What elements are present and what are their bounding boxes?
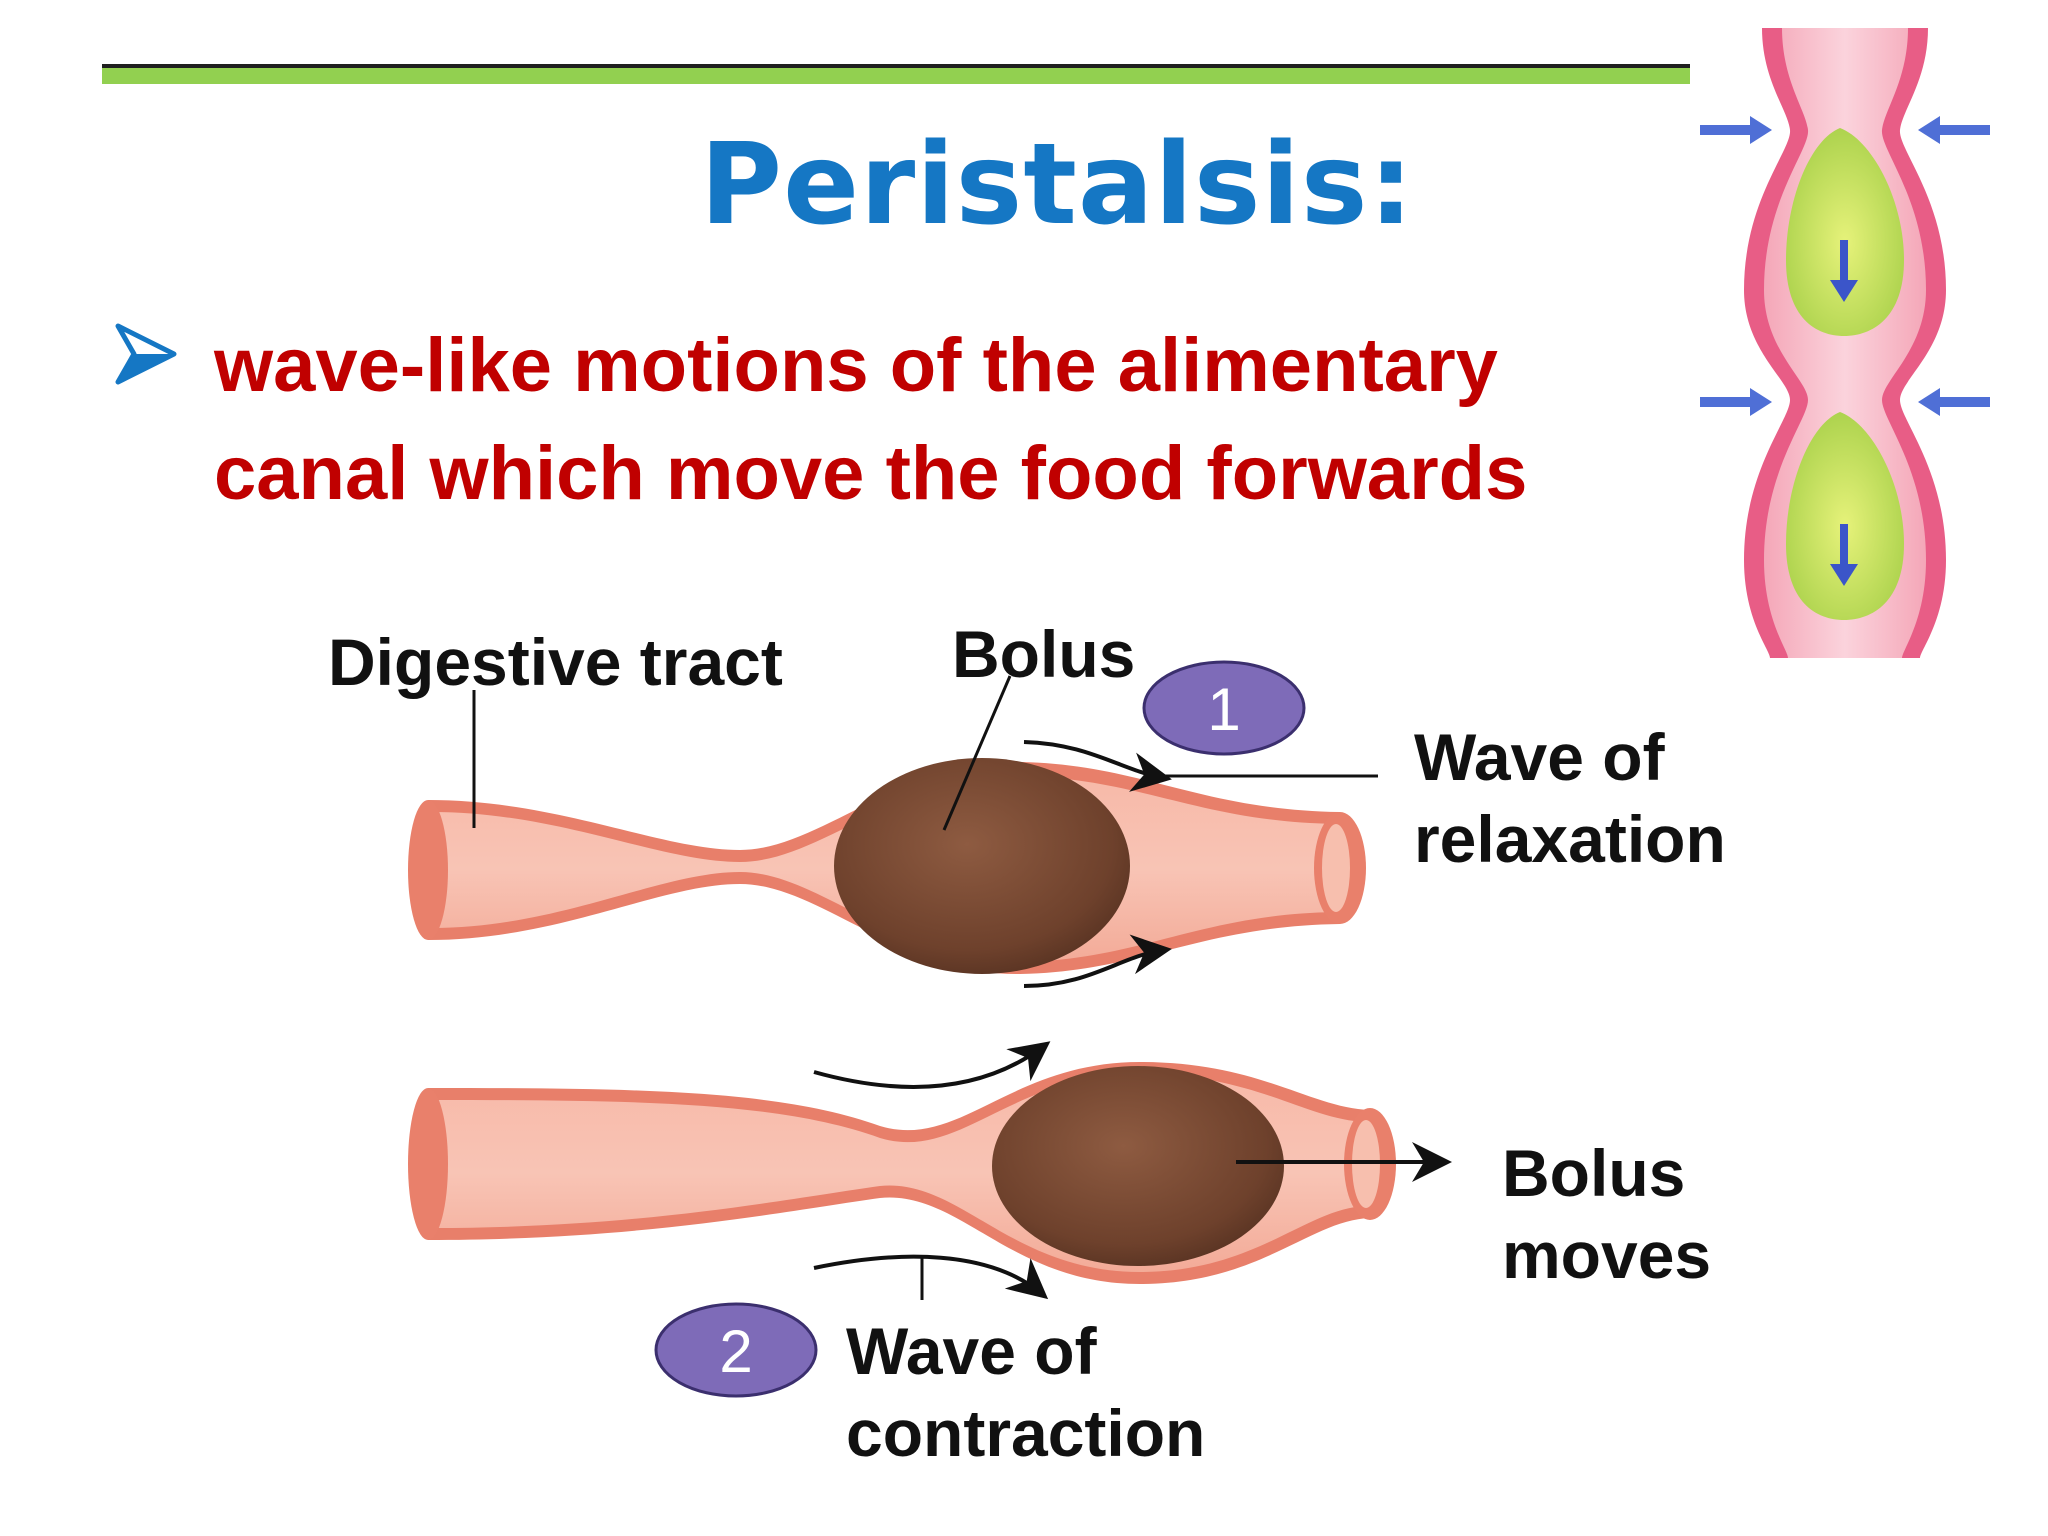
label-wave-of-relaxation: Wave of relaxation (1414, 716, 1726, 880)
bolus-upper (834, 758, 1130, 974)
label-wave-of-relaxation-line2: relaxation (1414, 802, 1726, 876)
slide-title: Peristalsis: (700, 120, 1415, 250)
svg-text:1: 1 (1207, 676, 1240, 743)
arrow-relax-top (1023, 740, 1172, 792)
arrow-relax-bottom (1023, 934, 1172, 988)
leader-bolus (942, 675, 1012, 831)
label-bolus-moves-line1: Bolus (1502, 1136, 1686, 1210)
title-rule-green (102, 68, 1690, 84)
bolus-lower (992, 1066, 1284, 1266)
label-bolus-moves-line2: moves (1502, 1218, 1712, 1292)
arrow-contraction-bottom (813, 1254, 1049, 1300)
label-wave-of-relaxation-line1: Wave of (1414, 720, 1665, 794)
title-rule-dark (102, 64, 1690, 68)
esophagus-illustration (1700, 28, 1990, 658)
label-digestive-tract: Digestive tract (328, 625, 783, 699)
step-badge-2: 2 (654, 1302, 818, 1398)
label-bolus-moves: Bolus moves (1502, 1132, 1711, 1296)
label-wave-of-contraction-line1: Wave of (846, 1314, 1097, 1388)
label-wave-of-contraction-line2: contraction (846, 1396, 1206, 1470)
bullet-arrow-icon (115, 323, 177, 385)
svg-text:2: 2 (719, 1318, 752, 1385)
step-badge-1: 1 (1142, 660, 1306, 756)
bullet-text: wave-like motions of the alimentary cana… (214, 323, 1528, 516)
arrow-contraction-top (813, 1041, 1051, 1089)
label-wave-of-contraction: Wave of contraction (846, 1310, 1205, 1474)
label-bolus: Bolus (952, 617, 1136, 691)
